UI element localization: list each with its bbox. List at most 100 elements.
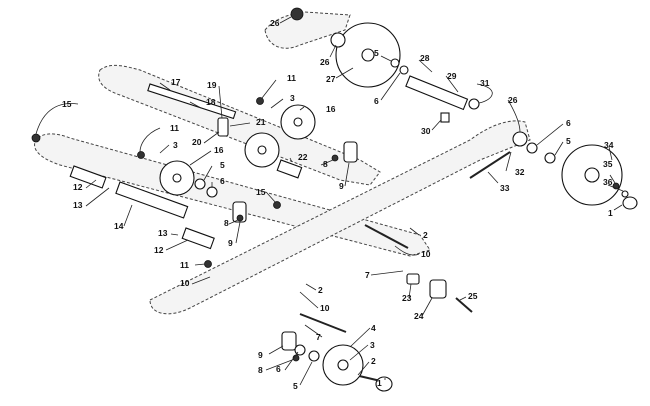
callout-1: 1 xyxy=(608,208,613,218)
bearing-5-b xyxy=(544,152,556,164)
idler-wheel-4 xyxy=(322,344,364,386)
callout-27: 27 xyxy=(326,74,336,84)
callout-8: 8 xyxy=(224,218,229,228)
bolt-7-upper xyxy=(364,224,409,249)
callout-36: 36 xyxy=(603,177,613,187)
end-cap-1-b xyxy=(375,376,393,392)
idler-wheel-16-mid xyxy=(244,132,280,168)
idler-wheel-34 xyxy=(561,144,623,206)
bearing-5-a xyxy=(390,58,400,68)
callout-19: 19 xyxy=(207,80,217,90)
callout-15: 15 xyxy=(62,99,72,109)
callout-28: 28 xyxy=(420,53,430,63)
washer-36 xyxy=(621,190,629,198)
callout-16: 16 xyxy=(214,145,224,155)
washer-31 xyxy=(468,98,480,110)
bolt-head-26-top xyxy=(290,7,304,21)
shaft-17 xyxy=(147,83,237,120)
callout-1: 1 xyxy=(377,378,382,388)
callout-34: 34 xyxy=(604,140,614,150)
callout-21: 21 xyxy=(256,117,266,127)
callout-26: 26 xyxy=(320,57,330,67)
nut-11-b xyxy=(137,151,145,159)
nut-15-b xyxy=(273,201,281,209)
callout-15: 15 xyxy=(256,187,266,197)
nut-11-c xyxy=(204,260,212,268)
callout-9: 9 xyxy=(339,181,344,191)
callout-7: 7 xyxy=(316,332,321,342)
callout-29: 29 xyxy=(447,71,457,81)
callout-11: 11 xyxy=(170,123,179,133)
bolt-25 xyxy=(455,297,473,313)
nut-11-a xyxy=(256,97,264,105)
callout-2: 2 xyxy=(371,356,376,366)
nut-8-a xyxy=(331,154,339,162)
callout-11: 11 xyxy=(180,260,189,270)
bracket-19 xyxy=(217,117,229,137)
callout-23: 23 xyxy=(402,293,412,303)
callout-6: 6 xyxy=(276,364,281,374)
callout-22: 22 xyxy=(298,152,308,162)
callout-8: 8 xyxy=(258,365,263,375)
callout-31: 31 xyxy=(480,78,490,88)
bracket-24 xyxy=(429,279,447,299)
sprocket-26-mid xyxy=(330,32,346,48)
callout-18: 18 xyxy=(206,97,216,107)
idler-wheel-16-upper xyxy=(280,104,316,140)
callout-8: 8 xyxy=(323,159,328,169)
callout-2: 2 xyxy=(318,285,323,295)
callout-25: 25 xyxy=(468,291,478,301)
washer-6-c xyxy=(206,186,218,198)
callout-6: 6 xyxy=(566,118,571,128)
bolt-33 xyxy=(469,151,511,179)
callout-33: 33 xyxy=(500,183,510,193)
bearing-5-d xyxy=(308,350,320,362)
callout-16: 16 xyxy=(326,104,336,114)
leader-lines xyxy=(35,16,624,386)
bracket-9-c xyxy=(281,331,297,351)
nut-15-a xyxy=(31,133,41,143)
callout-7: 7 xyxy=(365,270,370,280)
callout-9: 9 xyxy=(258,350,263,360)
top-rail-section xyxy=(264,11,351,49)
bearing-5-c xyxy=(194,178,206,190)
callout-3: 3 xyxy=(173,140,178,150)
shaft-14 xyxy=(115,181,189,219)
bracket-9-a xyxy=(343,141,358,163)
callout-5: 5 xyxy=(220,160,225,170)
washer-6-a xyxy=(399,65,409,75)
idler-wheel-27 xyxy=(335,22,401,88)
callout-26: 26 xyxy=(508,95,518,105)
callout-6: 6 xyxy=(220,176,225,186)
axle-28 xyxy=(405,75,469,111)
idler-wheel-16-lower xyxy=(159,160,195,196)
callout-30: 30 xyxy=(421,126,431,136)
nut-8-b xyxy=(236,214,244,222)
callout-12: 12 xyxy=(154,245,164,255)
callout-labels: 26 26 27 5 6 28 29 31 26 30 6 5 34 35 36… xyxy=(62,18,614,391)
callout-9: 9 xyxy=(228,238,233,248)
callout-3: 3 xyxy=(370,340,375,350)
shaft-12-upper xyxy=(69,165,107,189)
callout-13: 13 xyxy=(73,200,83,210)
callout-10: 10 xyxy=(180,278,190,288)
callout-6: 6 xyxy=(374,96,379,106)
callout-32: 32 xyxy=(515,167,525,177)
clip-30 xyxy=(440,112,450,123)
callout-4: 4 xyxy=(371,323,376,333)
washer-6-b xyxy=(526,142,538,154)
callout-26: 26 xyxy=(270,18,280,28)
callout-20: 20 xyxy=(192,137,202,147)
callout-5: 5 xyxy=(374,48,379,58)
spacer-23 xyxy=(406,273,420,285)
sprocket-26-right xyxy=(512,131,528,147)
callout-17: 17 xyxy=(171,77,181,87)
spacer-22 xyxy=(276,159,303,179)
callout-5: 5 xyxy=(566,136,571,146)
callout-13: 13 xyxy=(158,228,168,238)
callout-11: 11 xyxy=(287,73,296,83)
end-cap-1-a xyxy=(622,196,638,210)
bolt-7-lower xyxy=(299,313,347,333)
callout-10: 10 xyxy=(320,303,330,313)
